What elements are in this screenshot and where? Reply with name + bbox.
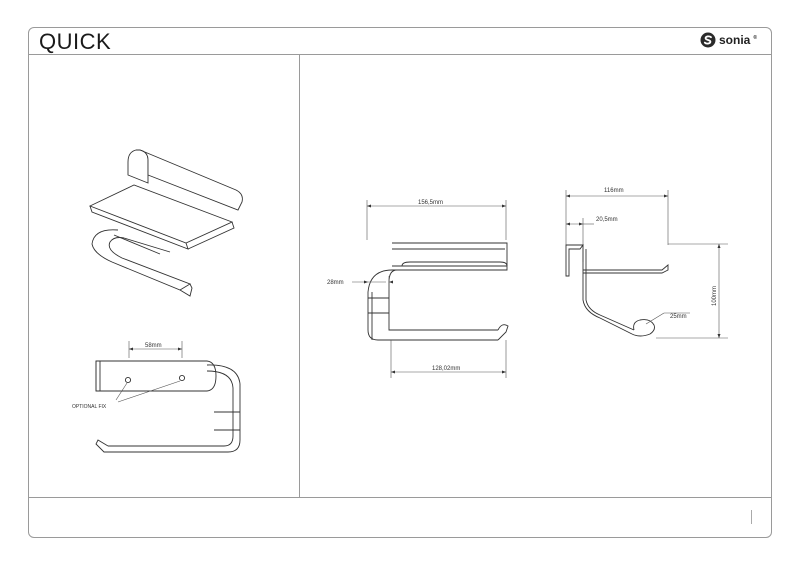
dim-height-label: 100mm (712, 286, 718, 306)
sonia-s-logo-icon (700, 32, 716, 48)
header-divider (28, 54, 772, 55)
top-view (95, 341, 241, 453)
brand-name: sonia (719, 33, 751, 47)
isometric-view (88, 149, 243, 297)
dim-side-width-label: 116mm (604, 188, 624, 194)
brand-logo: sonia ® (700, 31, 757, 49)
footer-divider (28, 497, 772, 498)
brand-trademark: ® (753, 35, 758, 41)
dim-radius-label: 25mm (670, 314, 687, 320)
dim-width-label: 156,5mm (418, 200, 443, 206)
dim-depth-label: 28mm (327, 280, 344, 286)
dim-inner-width-label: 128,02mm (432, 366, 460, 372)
optional-fix-note: OPTIONAL FIX (72, 404, 107, 410)
product-title: QUICK (39, 29, 112, 54)
dim-58mm-label: 58mm (145, 343, 162, 349)
dim-offset-label: 20,5mm (596, 217, 618, 223)
drawing-sheet-border (28, 27, 772, 538)
side-view (565, 190, 728, 339)
front-view (352, 200, 509, 378)
footer-mark (751, 510, 754, 524)
panel-divider (299, 54, 300, 497)
